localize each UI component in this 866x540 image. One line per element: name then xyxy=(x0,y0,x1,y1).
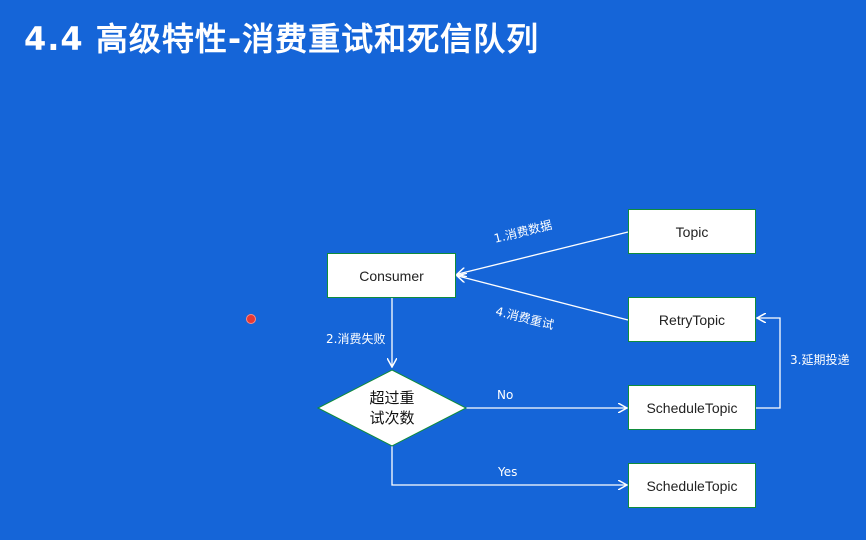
edge-label-delay-deliver: 3.延期投递 xyxy=(790,353,850,367)
decision-label-line1: 超过重 xyxy=(369,389,415,407)
edge-label-no: No xyxy=(497,388,514,402)
edge-decision-yes xyxy=(391,446,626,485)
topic-box: Topic xyxy=(628,209,756,254)
retry-topic-box: RetryTopic xyxy=(628,297,756,342)
decision-label-line2: 试次数 xyxy=(369,409,415,427)
edge-label-consume-fail: 2.消费失败 xyxy=(326,332,386,346)
edge-topic-to-consumer xyxy=(458,231,629,274)
schedule-topic-box-yes: ScheduleTopic xyxy=(628,463,756,508)
schedule-topic-box-no: ScheduleTopic xyxy=(628,385,756,430)
laser-pointer-dot xyxy=(246,314,256,324)
page-title: 4.4 高级特性-消费重试和死信队列 xyxy=(24,20,540,58)
consumer-box: Consumer xyxy=(327,253,456,298)
decision-diamond xyxy=(316,369,468,447)
edge-retry-to-consumer xyxy=(458,276,629,321)
edge-label-yes: Yes xyxy=(498,465,518,479)
edge-schedule-to-retry xyxy=(756,318,781,409)
decision-label: 超过重 试次数 xyxy=(352,388,432,428)
